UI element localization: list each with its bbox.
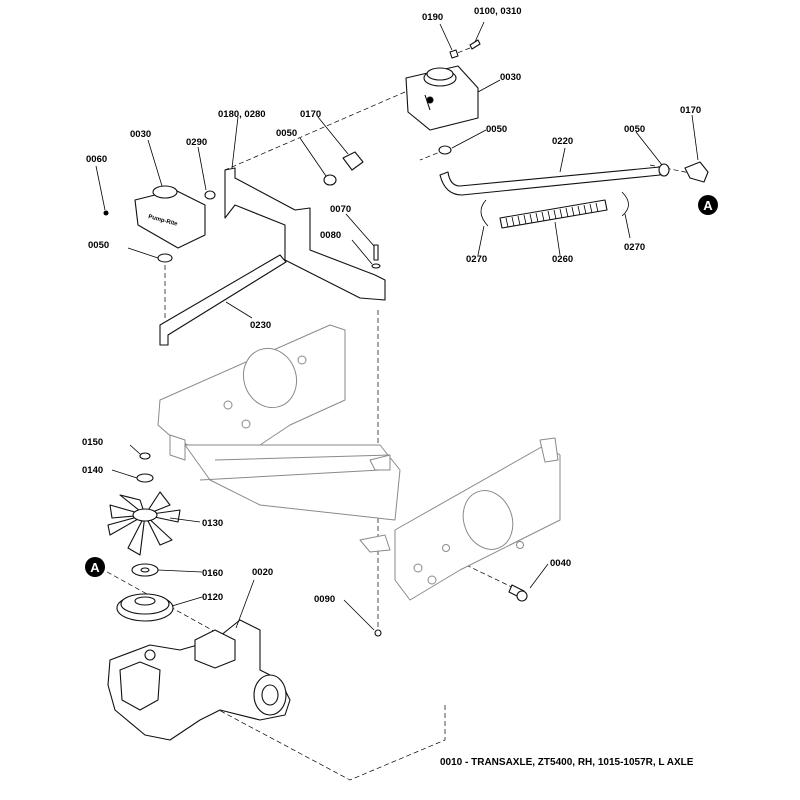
- reservoir-left: Pump-Rite: [134, 185, 206, 249]
- label-0050-top-right: 0050: [486, 124, 507, 135]
- reservoir-right: [405, 65, 479, 131]
- label-0170-left: 0170: [300, 109, 321, 120]
- callout-a-right: A: [698, 195, 718, 215]
- label-0270-left: 0270: [466, 254, 487, 265]
- label-0130: 0130: [202, 518, 223, 529]
- nut-0090: [374, 629, 382, 637]
- leader-lines: [95, 21, 699, 631]
- nut-0060: [103, 210, 109, 216]
- clip-0270-right: [621, 191, 629, 217]
- clip-0270-left: [480, 199, 489, 227]
- label-0050-far-right: 0050: [624, 124, 645, 135]
- label-0060: 0060: [86, 154, 107, 165]
- transaxle-0020: [107, 619, 291, 741]
- label-0050-left: 0050: [88, 240, 109, 251]
- clamp-0050-left: [157, 253, 173, 263]
- bolt-0070: [373, 244, 379, 261]
- label-0020: 0020: [252, 567, 273, 578]
- label-0150: 0150: [82, 437, 103, 448]
- label-0120: 0120: [202, 592, 223, 603]
- callout-a-left: A: [85, 557, 105, 577]
- bolt-0190: [449, 49, 459, 59]
- part-labels: 0190 0100, 0310 0030 0050 0220 0050 0170…: [82, 6, 701, 605]
- label-0270-right: 0270: [624, 242, 645, 253]
- spring-0260: [499, 199, 608, 229]
- label-0230: 0230: [250, 320, 271, 331]
- diagram-caption: 0010 - TRANSAXLE, ZT5400, RH, 1015-1057R…: [440, 757, 694, 768]
- hose-0230: [159, 254, 287, 346]
- clamp-0050-mid: [323, 174, 337, 186]
- washer-0140: [136, 473, 154, 483]
- fan-0130: [107, 491, 181, 556]
- label-0220: 0220: [552, 136, 573, 147]
- fitting-0170-left: [342, 151, 364, 171]
- label-0030-left: 0030: [130, 129, 151, 140]
- washer-0080: [371, 263, 381, 269]
- label-0170-right: 0170: [680, 105, 701, 116]
- fitting-0290: [204, 190, 216, 200]
- label-0140: 0140: [82, 465, 103, 476]
- pulley-0120: [116, 593, 174, 622]
- label-0030-right: 0030: [500, 72, 521, 83]
- fitting-0170-right: [684, 161, 709, 183]
- label-0050-mid: 0050: [276, 128, 297, 139]
- washer-0160: [131, 563, 159, 577]
- mounting-bracket-0180: [224, 167, 386, 301]
- clamp-0050-far-right: [658, 163, 670, 177]
- bolt-0040: [508, 584, 528, 602]
- label-0040: 0040: [550, 558, 571, 569]
- clamp-0050-top-right: [438, 145, 452, 155]
- label-0090: 0090: [314, 594, 335, 605]
- nut-0150: [139, 452, 151, 460]
- svg-text:A: A: [90, 560, 100, 575]
- svg-text:A: A: [703, 198, 713, 213]
- main-frame: [157, 324, 561, 601]
- label-0260: 0260: [552, 254, 573, 265]
- label-0070: 0070: [330, 204, 351, 215]
- label-0100-0310: 0100, 0310: [474, 6, 522, 17]
- hose-0220: [439, 166, 661, 196]
- label-0080: 0080: [320, 230, 341, 241]
- label-0190: 0190: [422, 12, 443, 23]
- label-0290: 0290: [186, 137, 207, 148]
- label-0160: 0160: [202, 568, 223, 579]
- label-0180-0280: 0180, 0280: [218, 109, 266, 120]
